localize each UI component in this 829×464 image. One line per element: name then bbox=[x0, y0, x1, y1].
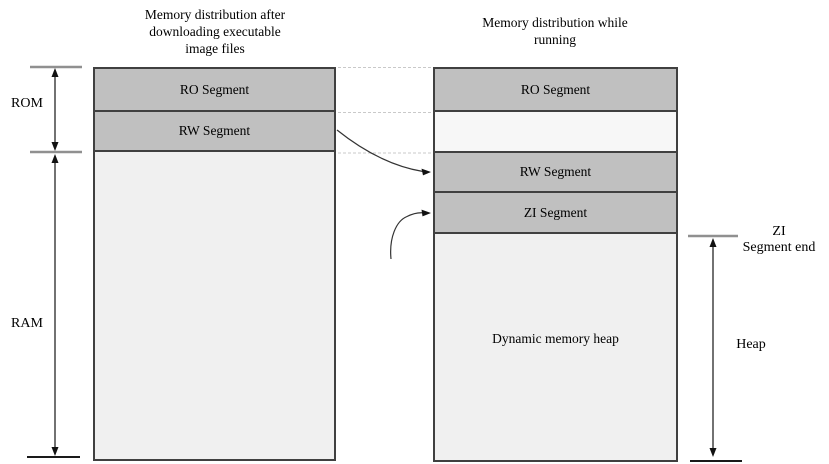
zi-segment-end-line-1: ZI bbox=[772, 224, 786, 239]
rom-label: ROM bbox=[11, 96, 43, 111]
right-ro-segment: RO Segment bbox=[435, 69, 676, 112]
left-title-line-2: downloading executable bbox=[149, 24, 281, 39]
ram-label: RAM bbox=[11, 316, 43, 331]
dynamic-memory-heap: Dynamic memory heap bbox=[435, 234, 676, 460]
right-zi-segment: ZI Segment bbox=[435, 193, 676, 234]
left-rw-segment: RW Segment bbox=[95, 112, 334, 152]
ram-arrowhead-down-icon bbox=[51, 447, 59, 456]
left-free-area bbox=[95, 152, 334, 459]
right-column-title: Memory distribution while running bbox=[435, 14, 675, 48]
heap-arrowhead-up-icon bbox=[709, 238, 717, 247]
right-zi-segment-label: ZI Segment bbox=[523, 204, 588, 220]
right-title-line-2: running bbox=[534, 32, 576, 47]
right-rw-segment-label: RW Segment bbox=[519, 164, 592, 179]
right-title-line-1: Memory distribution while bbox=[482, 15, 628, 30]
memory-box-running: RO Segment RW Segment ZI Segment Dynamic… bbox=[433, 67, 678, 462]
left-ro-segment: RO Segment bbox=[95, 69, 334, 112]
zi-segment-end-label: ZI Segment end bbox=[730, 224, 828, 256]
zi-create-arrow bbox=[390, 212, 424, 260]
heap-label: Heap bbox=[736, 337, 766, 352]
memory-box-downloaded: RO Segment RW Segment bbox=[93, 67, 336, 461]
ram-arrowhead-up-icon bbox=[51, 154, 59, 163]
left-column-title: Memory distribution after downloading ex… bbox=[95, 6, 335, 57]
left-rw-segment-label: RW Segment bbox=[178, 123, 251, 138]
right-rw-segment: RW Segment bbox=[435, 153, 676, 193]
left-title-line-1: Memory distribution after bbox=[144, 7, 286, 22]
heap-arrowhead-down-icon bbox=[709, 448, 717, 457]
left-title-line-3: image files bbox=[185, 41, 245, 56]
right-gap-area bbox=[435, 112, 676, 153]
rom-arrowhead-up-icon bbox=[51, 68, 59, 77]
zi-create-arrowhead-icon bbox=[421, 209, 431, 217]
zi-segment-end-line-2: Segment end bbox=[742, 240, 816, 255]
rw-copy-arrow bbox=[336, 129, 424, 173]
rw-copy-arrowhead-icon bbox=[421, 168, 431, 176]
right-ro-segment-label: RO Segment bbox=[520, 81, 591, 97]
dynamic-memory-heap-label: Dynamic memory heap bbox=[492, 331, 619, 346]
left-ro-segment-label: RO Segment bbox=[179, 81, 250, 97]
rom-arrowhead-down-icon bbox=[51, 142, 59, 151]
